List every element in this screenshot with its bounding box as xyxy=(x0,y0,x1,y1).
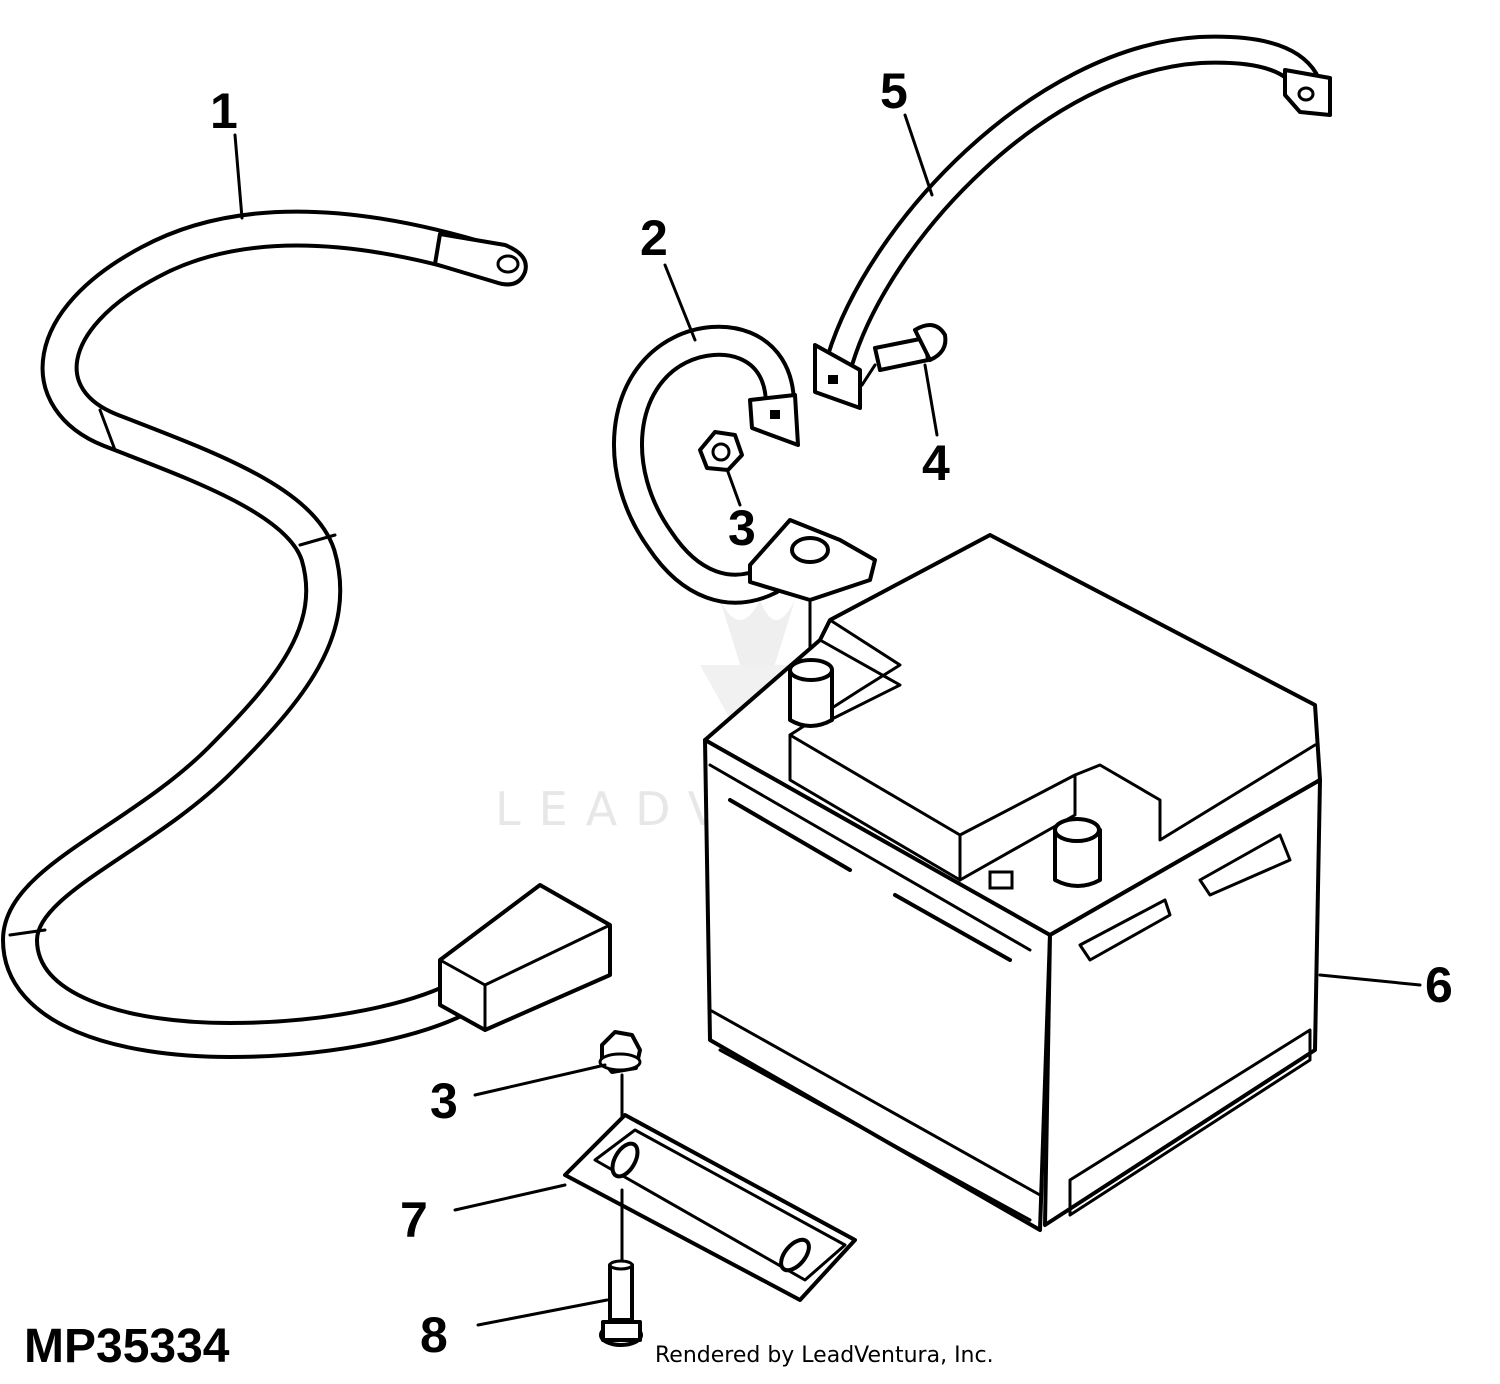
callouts: 1 2 3 3 4 5 6 7 8 xyxy=(210,63,1453,1363)
part-1-battery-cable xyxy=(0,209,612,1060)
part-3-nut-upper xyxy=(698,430,744,472)
part-4-bolt xyxy=(860,323,948,387)
render-credit: Rendered by LeadVentura, Inc. xyxy=(655,1343,994,1368)
battery-terminal-negative xyxy=(788,658,834,728)
battery-clamp-terminal xyxy=(748,518,877,662)
callout-2: 2 xyxy=(640,210,668,266)
part-3-nut-lower xyxy=(598,1030,642,1132)
callout-8: 8 xyxy=(420,1307,448,1363)
part-6-battery xyxy=(703,533,1422,1232)
callout-3-upper: 3 xyxy=(728,500,756,556)
part-5-cable xyxy=(813,34,1332,410)
leader-lines xyxy=(233,113,939,1327)
part-8-bolt xyxy=(599,1188,643,1347)
battery-terminal-positive xyxy=(1053,817,1102,888)
callout-7: 7 xyxy=(400,1192,428,1248)
part-7-hold-down-bracket xyxy=(563,1113,857,1302)
callout-1: 1 xyxy=(210,83,238,139)
figure-id: MP35334 xyxy=(24,1320,230,1373)
callout-3-lower: 3 xyxy=(430,1073,458,1129)
part-2-cable xyxy=(612,324,800,605)
callout-5: 5 xyxy=(880,63,908,119)
callout-6: 6 xyxy=(1425,957,1453,1013)
callout-4: 4 xyxy=(922,435,950,491)
